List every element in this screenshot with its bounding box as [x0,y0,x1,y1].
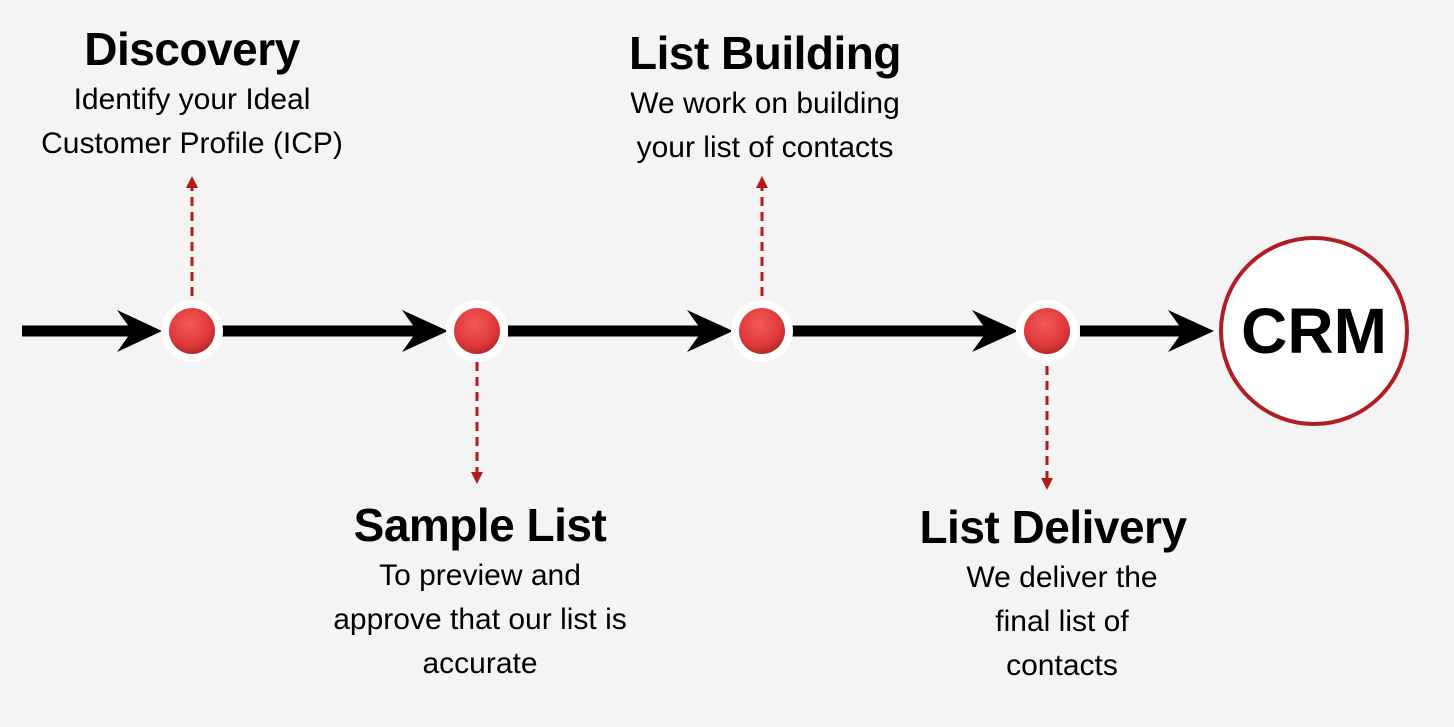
node-list-building [731,300,793,362]
step-description-line: Customer Profile (ICP) [41,127,343,160]
step-title: Sample List [353,499,607,551]
step-description-line: We work on building [630,87,900,120]
step-description: To preview and approve that our list is … [282,554,678,686]
flow-arrow-1 [22,310,162,352]
crm-circle [1219,236,1409,426]
step-description-line: approve that our list is [333,603,627,636]
node-list-delivery [1016,300,1078,362]
step-title: Discovery [84,23,300,75]
step-list-building: List Building We work on building your l… [572,26,958,170]
crm-label: CRM [1241,295,1387,367]
step-description-line: We deliver the [966,561,1158,594]
flow-arrow-4 [792,310,1018,352]
node-discovery [161,300,223,362]
step-description-line: accurate [422,647,538,680]
step-description-line: final list of [995,605,1129,638]
step-discovery: Discovery Identify your Ideal Customer P… [12,22,372,166]
step-description-line: Identify your Ideal [73,83,311,116]
step-description: We deliver the final list of contacts [890,556,1216,688]
step-description-line: contacts [1006,649,1118,682]
step-description-line: To preview and [379,559,581,592]
flow-arrow-2 [222,310,448,352]
step-description: We work on building your list of contact… [572,82,958,170]
step-description-line: your list of contacts [636,131,894,164]
flow-arrow-5 [1080,310,1214,352]
step-sample-list: Sample List To preview and approve that … [282,498,678,686]
step-title: List Delivery [919,501,1187,553]
step-description: Identify your Ideal Customer Profile (IC… [12,78,372,166]
node-sample-list [446,300,508,362]
flow-arrow-3 [508,310,733,352]
step-title: List Building [628,27,902,79]
step-list-delivery: List Delivery We deliver the final list … [890,500,1216,688]
